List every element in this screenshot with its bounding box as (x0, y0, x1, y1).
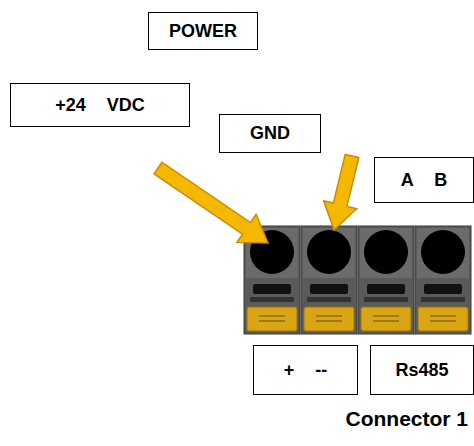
terminal-housing (301, 226, 357, 334)
terminal-housing (358, 226, 414, 334)
slot-edge (307, 297, 351, 302)
plate-groove (316, 315, 342, 316)
contact-plate (304, 307, 354, 331)
box-text: Rs485 (395, 360, 448, 381)
terminal-face (417, 228, 469, 278)
plate-groove (430, 320, 456, 321)
wire-slot (424, 284, 462, 294)
ground-label: GND (219, 114, 321, 153)
polarity-label: + -- (253, 345, 358, 395)
box-text: +24 VDC (55, 95, 145, 116)
plate-groove (430, 315, 456, 316)
terminal-face (303, 228, 355, 278)
bus-label: Rs485 (370, 345, 474, 395)
signal-label: A B (374, 157, 474, 203)
contact-plate (361, 307, 411, 331)
plate-groove (259, 315, 285, 316)
pointer-arrow (324, 154, 359, 230)
contact-plate (418, 307, 468, 331)
contact-plate (247, 307, 297, 331)
wire-slot (367, 284, 405, 294)
power-heading: POWER (148, 12, 258, 50)
terminal (301, 226, 357, 334)
slot-edge (421, 297, 465, 302)
plate-groove (259, 320, 285, 321)
pointer-arrow (154, 162, 268, 243)
terminal-block (244, 226, 471, 334)
screw-hole (364, 230, 408, 274)
box-text: + -- (284, 360, 328, 381)
terminal (358, 226, 414, 334)
plate-groove (316, 320, 342, 321)
plate-groove (373, 315, 399, 316)
box-text: GND (250, 123, 290, 144)
terminal-face (360, 228, 412, 278)
wire-slot (310, 284, 348, 294)
slot-edge (250, 297, 294, 302)
plate-groove (373, 320, 399, 321)
slot-edge (364, 297, 408, 302)
screw-hole (421, 230, 465, 274)
screw-hole (307, 230, 351, 274)
voltage-label: +24 VDC (10, 83, 190, 127)
wire-slot (253, 284, 291, 294)
terminal-housing (415, 226, 471, 334)
part-name: Connector 1 (345, 407, 468, 431)
terminal (415, 226, 471, 334)
box-text: A B (401, 170, 448, 191)
box-text: POWER (169, 21, 237, 42)
